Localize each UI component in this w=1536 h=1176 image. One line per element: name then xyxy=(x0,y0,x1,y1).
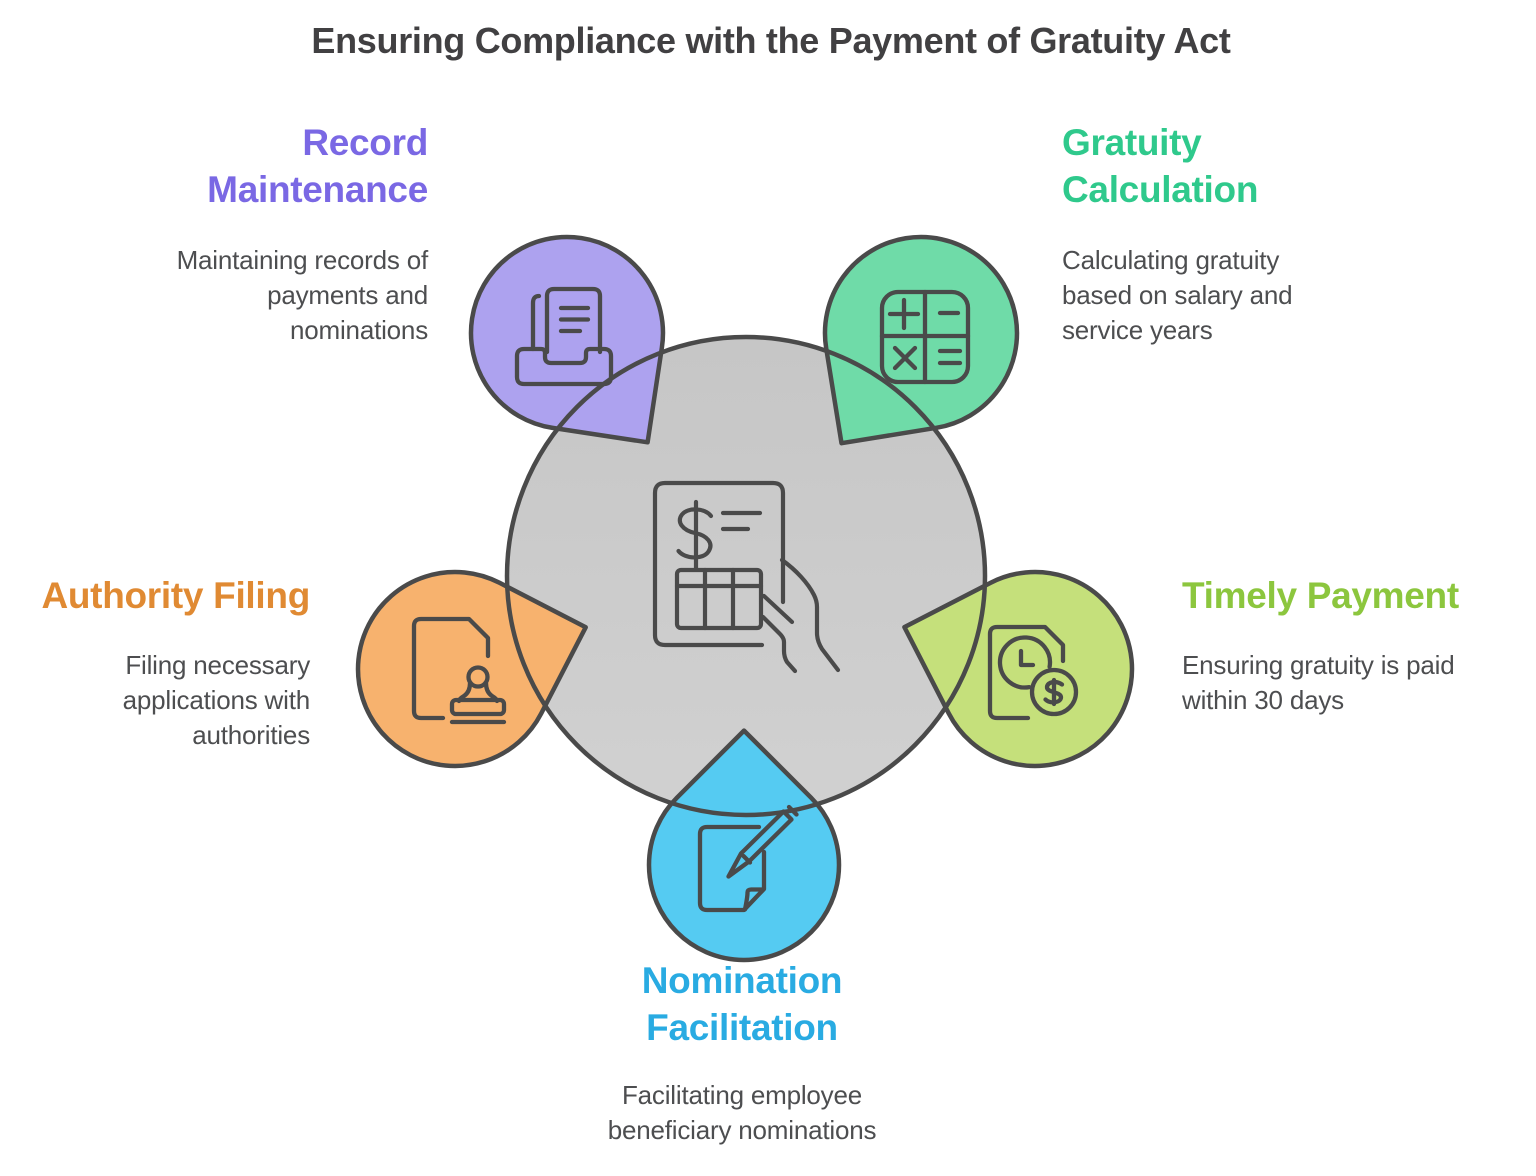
note-fold xyxy=(742,887,766,912)
authority-filing-heading: Authority Filing xyxy=(41,575,310,616)
center-circle-fill xyxy=(507,337,985,815)
petal-gratuity-calculation xyxy=(822,234,1020,446)
document-stamp-icon xyxy=(411,616,507,725)
clock-face xyxy=(997,635,1053,690)
timely-payment-description: Ensuring gratuity is paid within 30 days xyxy=(1182,650,1455,715)
paper-guide xyxy=(530,293,542,352)
authority-filing-description: Filing necessary applications with autho… xyxy=(122,650,311,750)
stamp-knob xyxy=(466,665,490,689)
dollar-coin xyxy=(1029,667,1079,717)
multiply-key xyxy=(892,345,918,371)
equals-key xyxy=(937,348,963,366)
dollar-sign-curve xyxy=(676,507,714,560)
clock-hands xyxy=(1018,648,1036,668)
stamp-base xyxy=(449,697,507,717)
printer-document-icon xyxy=(514,286,614,387)
petal-nomination-facilitation xyxy=(646,728,842,963)
pen-nib-line xyxy=(741,853,753,865)
center-circle-outline xyxy=(504,334,988,818)
invoice-table xyxy=(674,567,764,631)
petal-timely-payment xyxy=(902,569,1135,769)
hand-thumb-bottom xyxy=(760,614,798,674)
note-sheet xyxy=(697,824,767,913)
plus-key xyxy=(887,297,921,331)
gratuity-calculation-heading: Gratuity Calculation xyxy=(1062,122,1259,210)
petal-authority-filing xyxy=(355,569,588,769)
page-title: Ensuring Compliance with the Payment of … xyxy=(311,20,1231,61)
hand-fingers xyxy=(779,557,841,673)
note-pen-icon xyxy=(697,804,799,913)
record-maintenance-description: Maintaining records of payments and nomi… xyxy=(176,245,429,345)
document xyxy=(544,286,603,355)
timely-payment-heading: Timely Payment xyxy=(1182,575,1459,616)
timely-payment-petal xyxy=(902,569,1135,769)
invoice-sheet xyxy=(652,480,786,648)
document-clock-dollar-icon xyxy=(987,624,1079,721)
record-maintenance-petal xyxy=(468,234,666,445)
document-lines xyxy=(558,305,591,334)
nomination-facilitation-petal xyxy=(646,728,842,963)
invoice-in-hand-icon xyxy=(652,480,841,674)
payment-document xyxy=(987,624,1066,721)
calculator-icon xyxy=(879,289,971,385)
invoice-table-cols xyxy=(702,567,736,631)
hand-thumb-top xyxy=(761,593,795,625)
calculator-divider xyxy=(879,289,971,385)
output-tray xyxy=(514,346,614,387)
gratuity-calculation-petal xyxy=(822,234,1020,446)
pen-body xyxy=(726,809,794,879)
petal-record-maintenance xyxy=(468,234,666,445)
gratuity-calculation-description: Calculating gratuity based on salary and… xyxy=(1062,245,1293,345)
nomination-facilitation-description: Facilitating employee beneficiary nomina… xyxy=(607,1080,877,1145)
nomination-facilitation-heading: Nomination Facilitation xyxy=(641,960,843,1048)
filing-document xyxy=(411,616,491,721)
record-maintenance-heading: Record Maintenance xyxy=(207,122,428,210)
coin-dollar-curve xyxy=(1043,679,1065,705)
